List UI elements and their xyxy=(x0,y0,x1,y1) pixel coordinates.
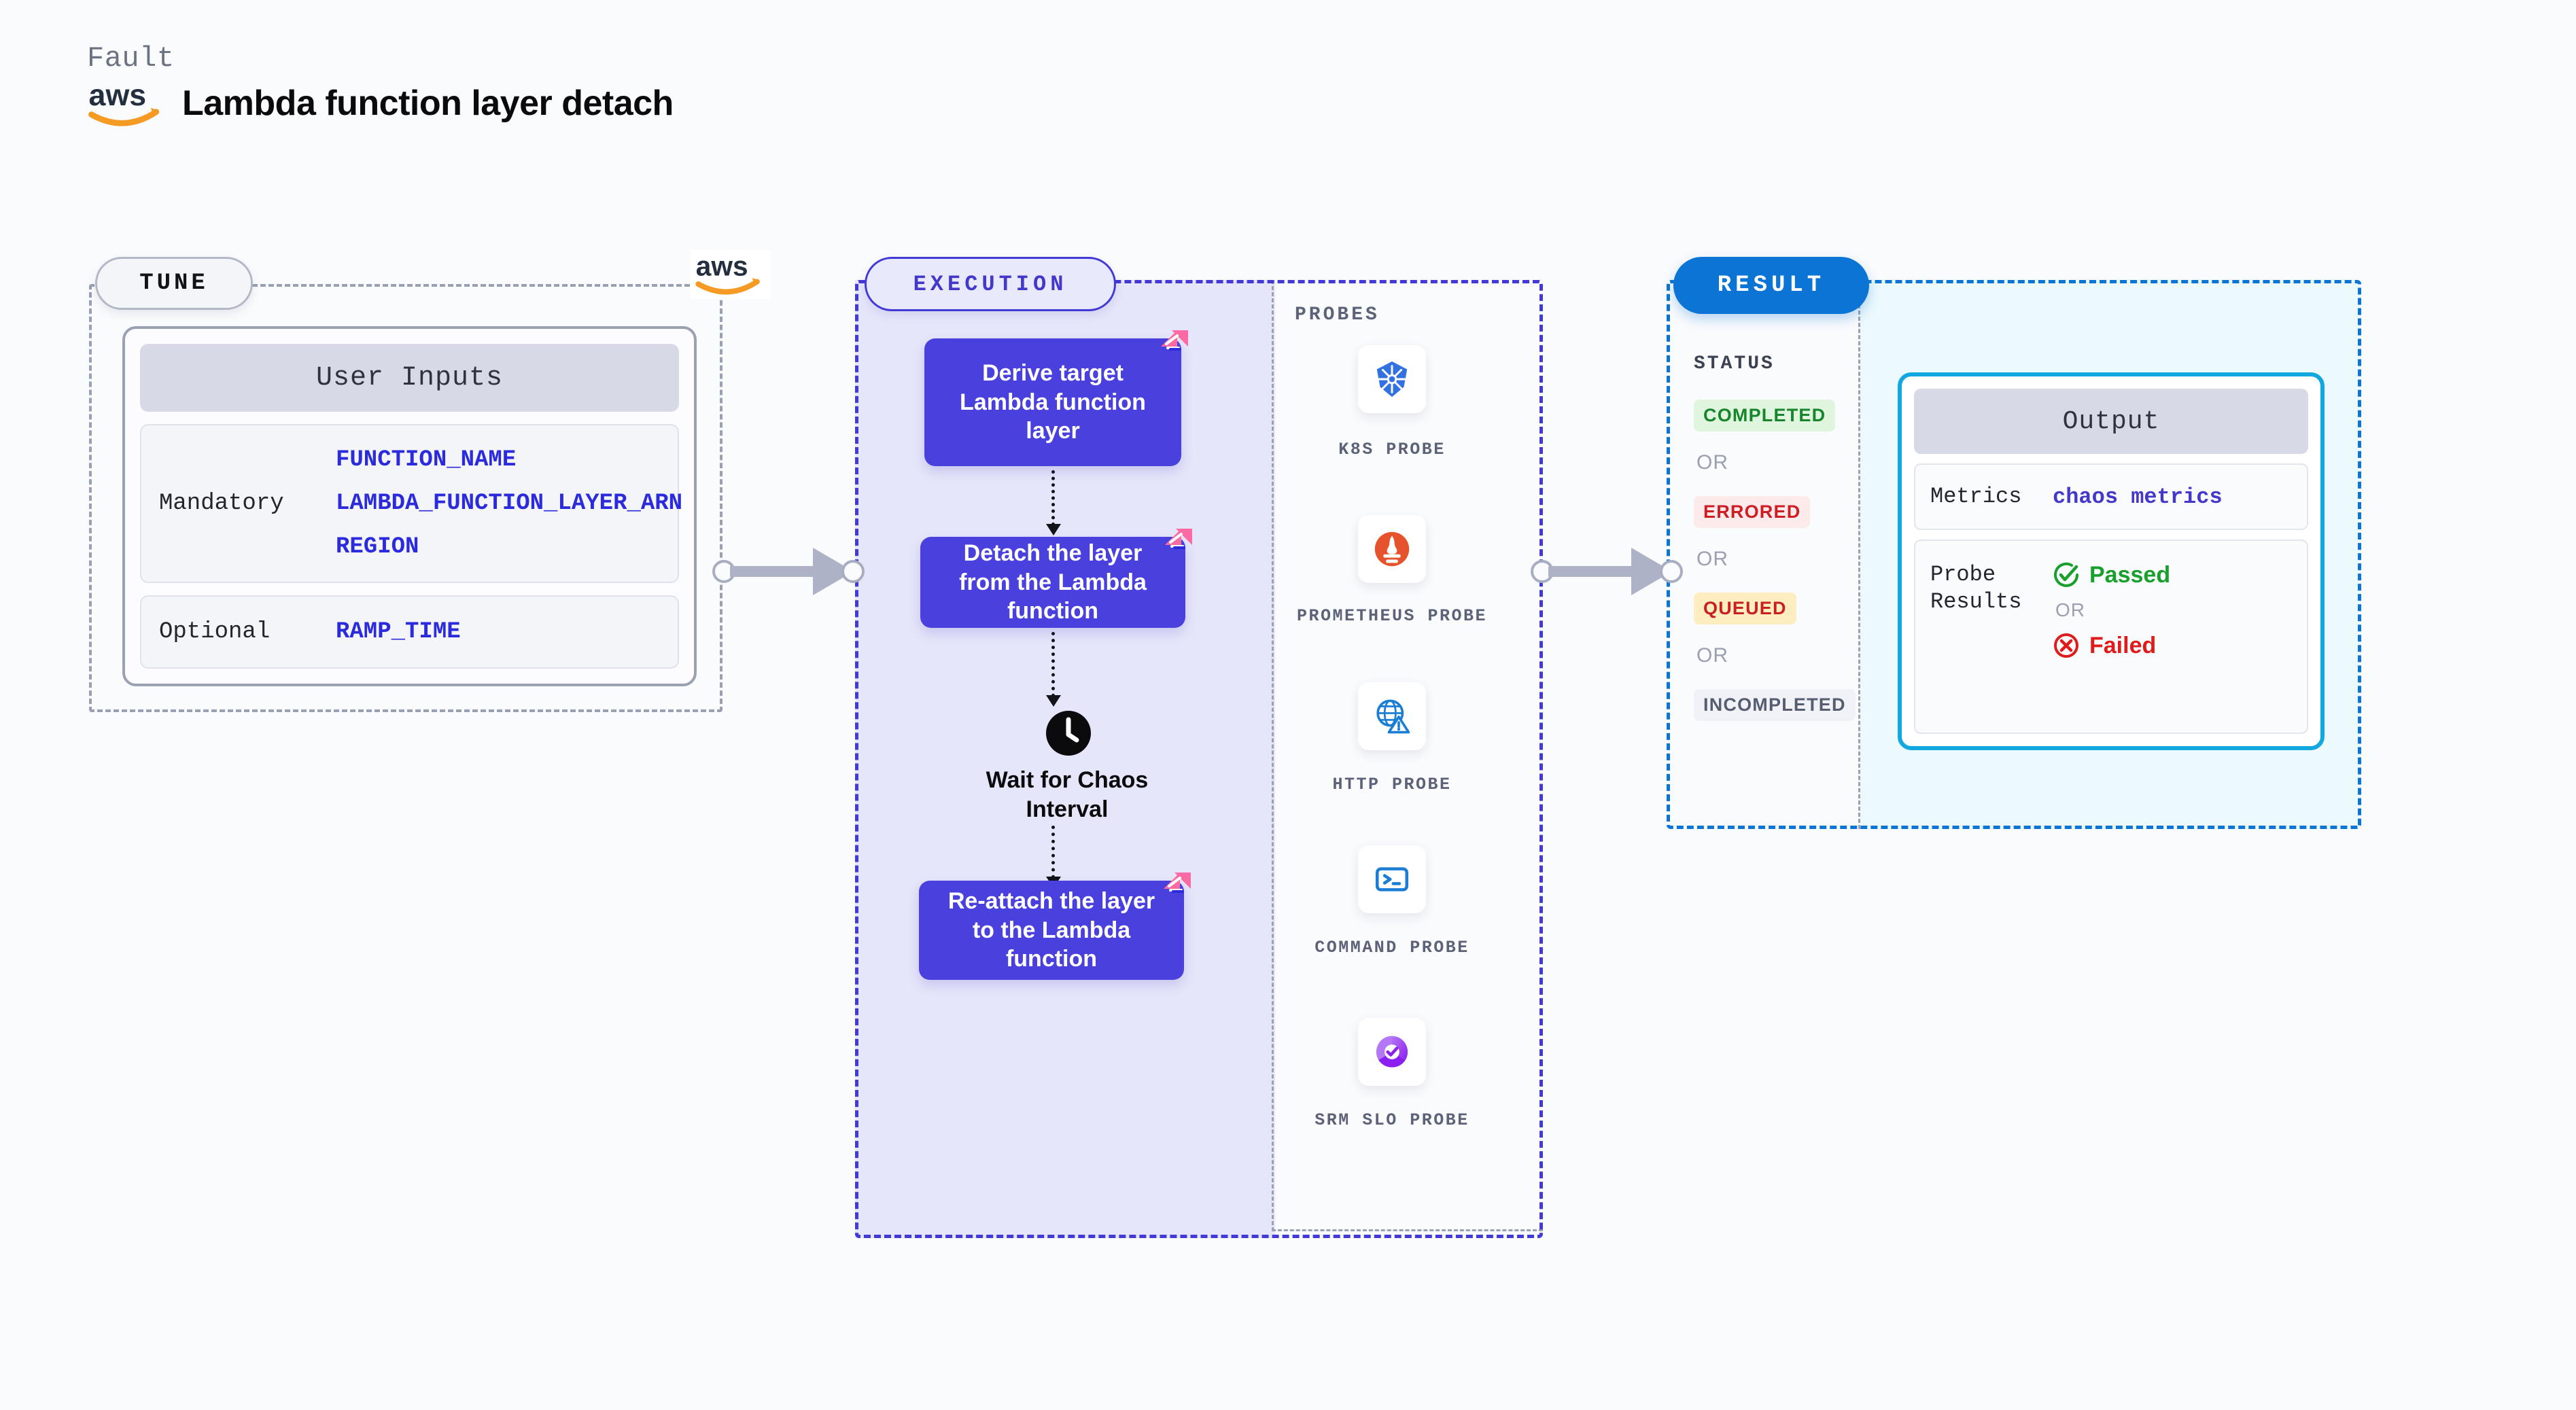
terminal-icon xyxy=(1375,867,1409,892)
connector-tune-execution xyxy=(712,548,865,595)
fault-label: Fault xyxy=(87,42,175,75)
chaos-badge-icon xyxy=(1161,330,1188,351)
result-pill[interactable]: RESULT xyxy=(1673,257,1869,314)
execution-step[interactable]: Derive target Lambda function layer xyxy=(924,330,1188,466)
status-badge-errored: ERRORED xyxy=(1694,496,1811,528)
kubernetes-icon xyxy=(1376,361,1408,398)
probe-tile-srm-slo[interactable] xyxy=(1358,1018,1426,1086)
probes-title: PROBES xyxy=(1295,304,1380,325)
output-title: Output xyxy=(1914,389,2308,454)
wait-label: Wait for Chaos Interval xyxy=(986,767,1149,822)
passed-label: Passed xyxy=(2089,561,2171,588)
chaos-badge-icon xyxy=(1164,873,1191,893)
input-var: FUNCTION_NAME xyxy=(336,447,517,473)
probe-label-srm-slo: SRM SLO PROBE xyxy=(1315,1110,1469,1130)
input-var: REGION xyxy=(336,534,419,560)
status-or: OR xyxy=(1696,548,1728,570)
status-badge-queued: QUEUED xyxy=(1694,593,1796,624)
execution-step-label: Detach the layer from the Lambda functio… xyxy=(959,540,1147,624)
page-title: Lambda function layer detach xyxy=(182,84,674,123)
metrics-value[interactable]: chaos metrics xyxy=(2053,484,2223,510)
flow-arrow xyxy=(1046,826,1061,888)
tune-pill[interactable]: TUNE xyxy=(95,257,253,310)
probe-tile-command[interactable] xyxy=(1358,845,1426,913)
probe-tile-http[interactable] xyxy=(1358,682,1426,750)
status-title: STATUS xyxy=(1694,353,1775,374)
probe-label-prometheus: PROMETHEUS PROBE xyxy=(1296,606,1488,626)
execution-step[interactable]: Re-attach the layer to the Lambda functi… xyxy=(919,873,1191,980)
page-header: Fault aws Lambda function layer detach xyxy=(87,42,674,128)
input-var: RAMP_TIME xyxy=(336,619,461,645)
status-badge-completed: COMPLETED xyxy=(1694,400,1836,431)
clock-icon xyxy=(1046,711,1091,756)
mandatory-label: Mandatory xyxy=(159,491,284,516)
svg-text:aws: aws xyxy=(89,79,147,112)
tune-panel xyxy=(89,284,723,712)
execution-step-label: Re-attach the layer to the Lambda functi… xyxy=(947,888,1155,972)
execution-step-label: Derive target Lambda function layer xyxy=(960,360,1146,444)
status-or: OR xyxy=(1696,451,1728,474)
execution-panel xyxy=(855,280,1543,1238)
result-status-column xyxy=(1667,280,1860,829)
check-circle-icon xyxy=(2054,562,2078,587)
status-badge-incompleted: INCOMPLETED xyxy=(1694,689,1856,721)
execution-step[interactable]: Detach the layer from the Lambda functio… xyxy=(920,529,1192,628)
svg-text:aws: aws xyxy=(696,251,748,282)
chaos-badge-icon xyxy=(1165,529,1192,549)
mandatory-inputs-group: Mandatory FUNCTION_NAME LAMBDA_FUNCTION_… xyxy=(140,424,683,583)
optional-label: Optional xyxy=(159,619,271,645)
probe-result-failed: Failed xyxy=(2053,632,2170,659)
probe-label-k8s: K8S PROBE xyxy=(1338,440,1446,459)
user-inputs-title: User Inputs xyxy=(140,344,679,412)
execution-pill-label: EXECUTION xyxy=(913,271,1068,297)
probe-result-passed: Passed xyxy=(2053,561,2170,588)
failed-label: Failed xyxy=(2089,632,2157,658)
user-inputs-card: User Inputs Mandatory FUNCTION_NAME LAMB… xyxy=(122,326,697,686)
probe-tile-prometheus[interactable] xyxy=(1358,515,1426,583)
flow-arrow xyxy=(1046,470,1061,535)
aws-logo-corner-icon: aws xyxy=(691,250,771,299)
srm-slo-icon xyxy=(1376,1036,1408,1068)
status-or: OR xyxy=(1696,644,1728,667)
x-circle-icon xyxy=(2054,633,2078,658)
prometheus-icon xyxy=(1374,531,1410,567)
metrics-key: Metrics xyxy=(1930,484,2022,509)
probe-label-http: HTTP PROBE xyxy=(1332,775,1452,794)
aws-logo-icon: aws xyxy=(88,79,160,126)
execution-pill[interactable]: EXECUTION xyxy=(865,257,1116,311)
optional-inputs-group: Optional RAMP_TIME xyxy=(140,595,679,669)
flow-arrow xyxy=(1046,632,1061,707)
probe-label-command: COMMAND PROBE xyxy=(1315,938,1469,957)
output-metrics-row: Metrics chaos metrics xyxy=(1914,463,2308,530)
tune-pill-label: TUNE xyxy=(139,270,209,296)
connector-execution-result xyxy=(1531,548,1683,595)
result-pill-label: RESULT xyxy=(1717,272,1826,298)
probes-subpanel xyxy=(1272,280,1543,1231)
probe-tile-k8s[interactable] xyxy=(1358,345,1426,413)
probe-result-or: OR xyxy=(2055,599,2085,620)
input-var: LAMBDA_FUNCTION_LAYER_ARN xyxy=(336,491,683,516)
http-globe-warning-icon xyxy=(1376,699,1410,734)
